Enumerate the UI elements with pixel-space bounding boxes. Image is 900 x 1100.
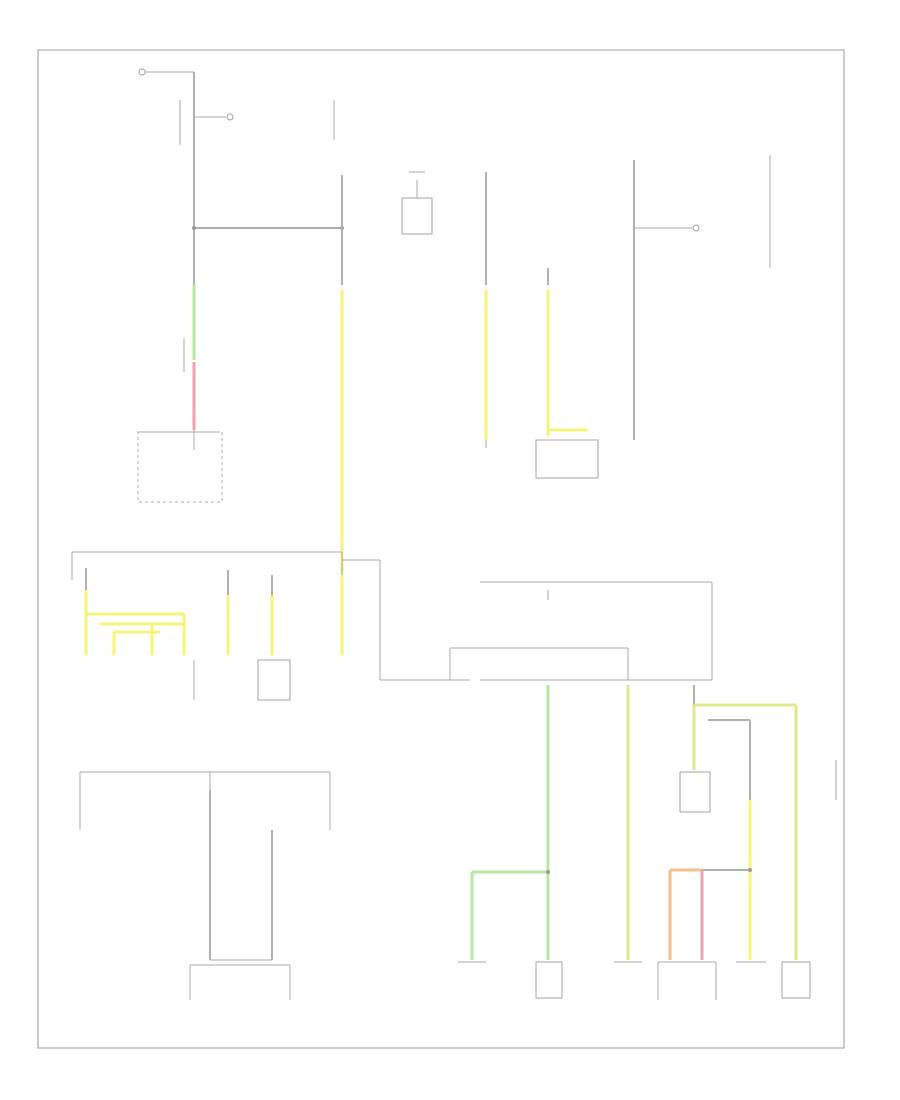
top-middle-component [401,171,433,235]
mid-right-bus [449,581,837,960]
mid-top-circuits [484,155,771,479]
bottom-connectors [458,961,811,1000]
diagram-frame [37,49,845,1049]
bottom-left-relay [79,771,331,1000]
mid-left-bus [71,290,470,701]
top-left-supply [137,68,344,503]
